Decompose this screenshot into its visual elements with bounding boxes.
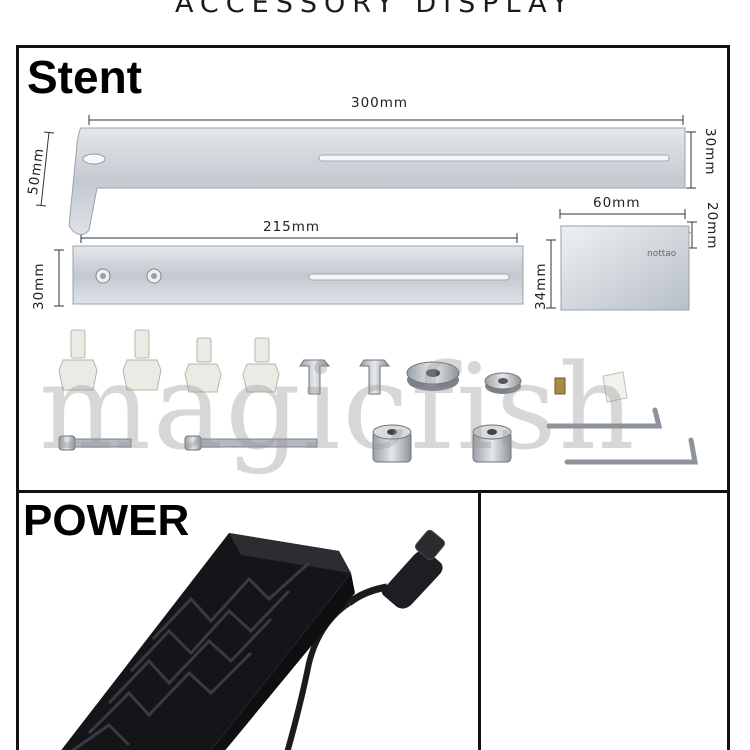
small-screw-and-plug [554,371,628,403]
nylon-screws [58,329,280,393]
dim-line-60 [559,209,686,219]
thumb-nuts [406,361,522,394]
dim-line-34 [546,239,556,309]
standoffs [372,424,512,463]
countersunk-screws [299,359,391,395]
dim-line-50 [35,131,55,207]
power-connector [381,550,443,609]
spacer-block: nottao [559,225,693,311]
power-adapter-body [61,533,355,750]
dim-30-left-label: 30mm [31,262,47,310]
stent-panel: Stent [16,45,730,493]
block-label: nottao [647,249,677,259]
stent-illustration: nottao [35,115,698,465]
flat-bar-215 [72,245,524,305]
dim-30-right-label: 30mm [702,128,718,176]
dim-line-30-right [686,131,696,189]
empty-panel [478,490,730,750]
page-header-title: ACCESSORY DISPLAY [174,0,576,19]
power-title: POWER [23,496,190,545]
stent-title: Stent [27,51,142,103]
dim-300-label: 300mm [351,95,409,111]
hex-keys [546,407,698,465]
power-panel: POWER [16,490,481,750]
dim-line-300 [88,115,684,125]
dim-34-label: 34mm [533,262,549,310]
l-bracket-300 [68,127,686,236]
dim-20-label: 20mm [704,202,720,250]
dim-60-label: 60mm [593,195,641,211]
page-header: ACCESSORY DISPLAY [0,0,750,40]
dim-line-30-left [54,249,64,307]
dim-215-label: 215mm [263,219,321,235]
long-bolts [58,435,318,451]
